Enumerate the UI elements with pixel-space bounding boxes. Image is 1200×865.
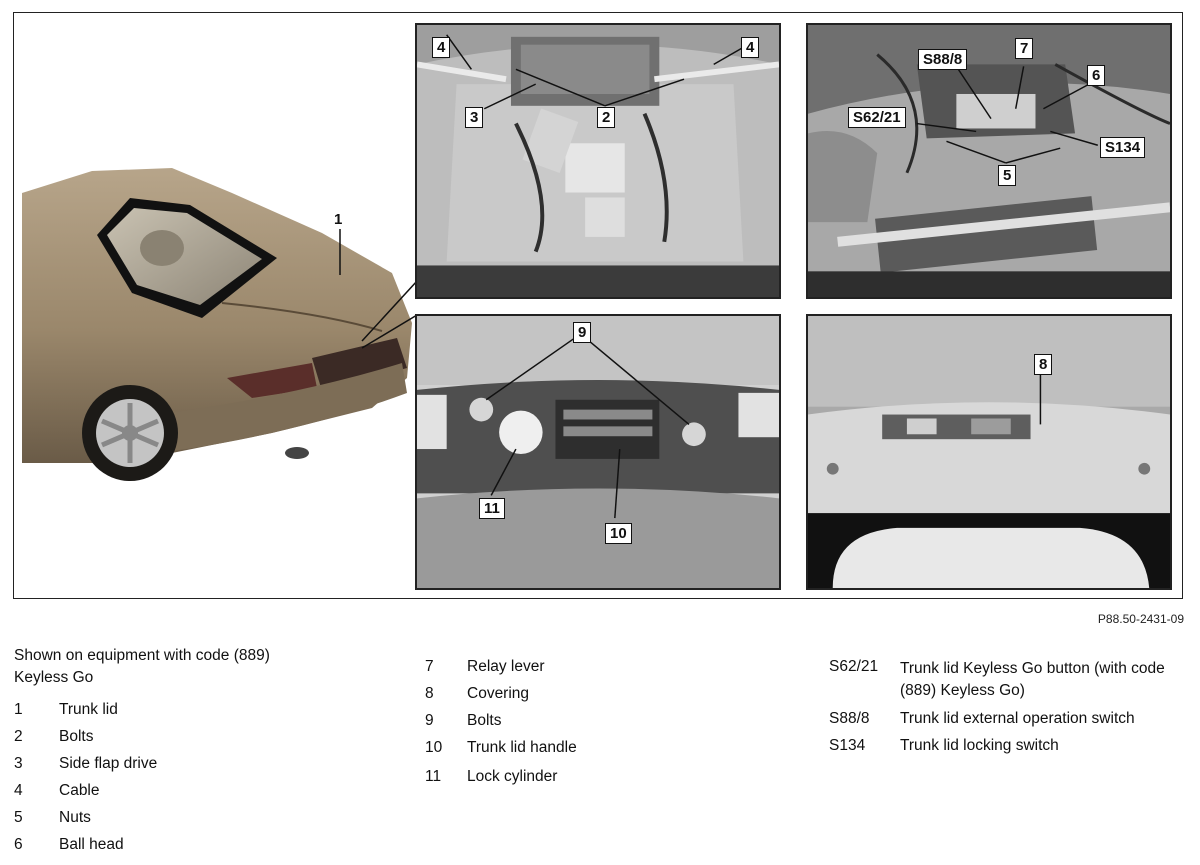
callout-1: 1	[334, 211, 343, 228]
caption: Shown on equipment with code (889) Keyle…	[14, 645, 270, 689]
callout-s62-21: S62/21	[848, 107, 906, 128]
photo-panel-top-left: 4 4 3 2	[415, 23, 781, 299]
car-illustration: 1	[22, 163, 418, 483]
callout-9: 9	[573, 322, 592, 343]
callout-s88-8: S88/8	[918, 49, 968, 70]
callout-8: 8	[1034, 354, 1053, 375]
photo-panel-bottom-left: 9 11 10	[415, 314, 781, 590]
callout-11: 11	[479, 498, 505, 519]
callout-7: 7	[1015, 38, 1034, 59]
photo-panel-bottom-right: 8	[806, 314, 1172, 590]
callout-4-right: 4	[741, 37, 760, 58]
callout-s134: S134	[1100, 137, 1146, 158]
figure-frame: 1 4 4 3 2	[13, 12, 1183, 599]
callout-4-left: 4	[432, 37, 451, 58]
caption-line-2: Keyless Go	[14, 669, 94, 686]
callout-2: 2	[597, 107, 616, 128]
callout-6: 6	[1087, 65, 1106, 86]
callout-5: 5	[998, 165, 1017, 186]
photo-panel-top-right: S88/8 7 6 S62/21 S134 5	[806, 23, 1172, 299]
callout-3: 3	[465, 107, 484, 128]
callout-10: 10	[605, 523, 632, 544]
figure-code: P88.50-2431-09	[1097, 612, 1184, 626]
caption-line-1: Shown on equipment with code (889)	[14, 647, 270, 664]
